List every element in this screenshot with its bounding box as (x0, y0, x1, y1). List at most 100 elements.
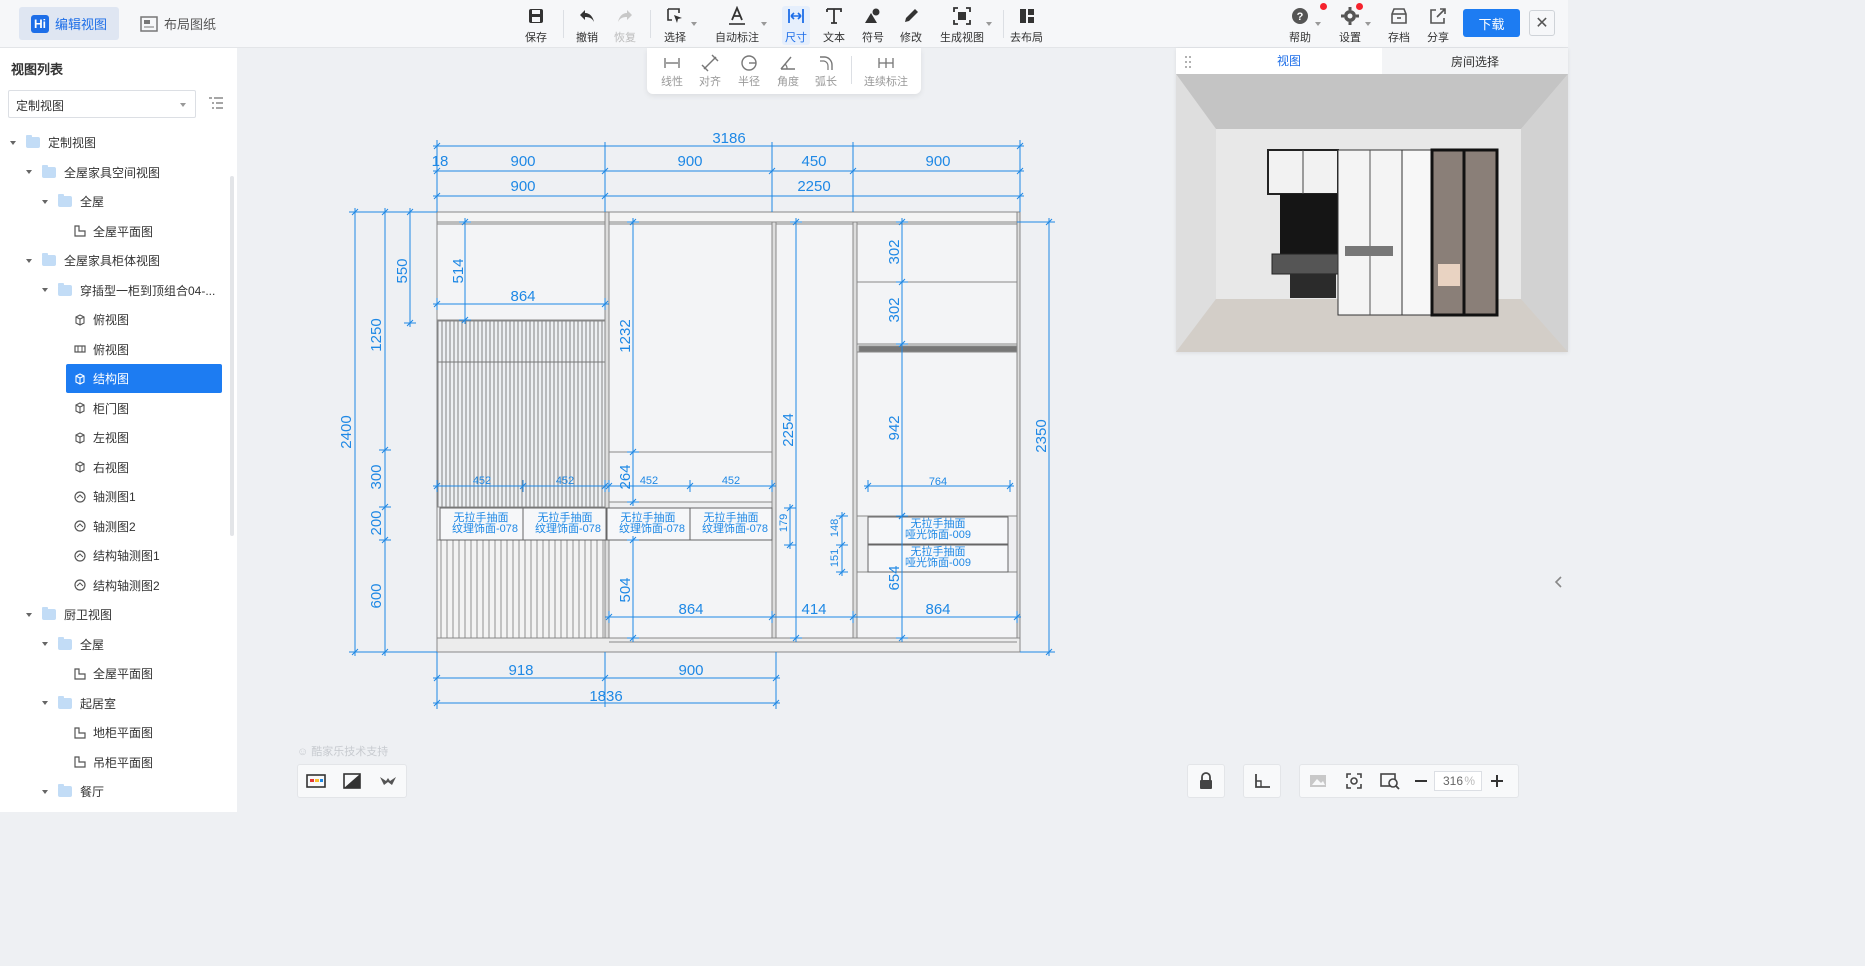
to-layout-icon (1019, 9, 1034, 23)
tree-item[interactable]: 结构轴测图2 (74, 571, 160, 600)
tab-room-select[interactable]: 房间选择 (1382, 48, 1568, 74)
redo-button[interactable]: 恢复 (614, 6, 636, 45)
close-button[interactable]: ✕ (1529, 10, 1555, 36)
chevron-down-icon[interactable] (26, 612, 32, 617)
tree-item[interactable]: 全屋平面图 (74, 217, 153, 246)
tab-view[interactable]: 视图 (1196, 48, 1382, 74)
download-button[interactable]: 下载 (1463, 9, 1520, 37)
tree-item-label: 全屋平面图 (93, 667, 154, 681)
color-style-button[interactable] (298, 765, 334, 797)
view-list-sidebar: 视图列表 定制视图 定制视图全屋家具空间视图全屋全屋平面图全屋家具柜体视图穿插型… (0, 48, 237, 812)
linear-dimension-button[interactable]: 线性 (661, 54, 683, 89)
layout-drawing-tab[interactable]: 布局图纸 (128, 7, 228, 40)
tree-folder[interactable]: 起居室 (42, 689, 116, 718)
tree-item[interactable]: 地柜平面图 (74, 718, 153, 747)
redo-label: 恢复 (614, 32, 636, 44)
tree-item[interactable]: 全屋平面图 (74, 659, 153, 688)
tree-item[interactable]: 结构轴测图1 (74, 541, 160, 570)
plus-icon (1491, 775, 1503, 787)
help-button[interactable]: ? 帮助 (1289, 6, 1311, 45)
tree-item[interactable]: 轴测图1 (74, 482, 136, 511)
symbol-button[interactable]: 符号 (862, 6, 884, 45)
tree-folder[interactable]: 全屋 (42, 187, 104, 216)
chevron-down-icon[interactable] (1315, 22, 1321, 26)
close-icon: ✕ (1535, 15, 1549, 32)
radius-dimension-button[interactable]: 半径 (738, 54, 760, 89)
tree-item[interactable]: 俯视图 (74, 305, 129, 334)
zoom-out-button[interactable] (1408, 765, 1434, 797)
tree-folder[interactable]: 厨卫视图 (26, 600, 112, 629)
zoom-area-button[interactable] (1372, 765, 1408, 797)
modify-button[interactable]: 修改 (900, 6, 922, 45)
view-type-select[interactable]: 定制视图 (8, 90, 196, 118)
tree-item[interactable]: 俯视图 (74, 335, 129, 364)
chevron-down-icon[interactable] (42, 642, 48, 646)
list-toggle-icon[interactable] (208, 95, 224, 111)
pencil-icon (905, 9, 918, 22)
chevron-down-icon[interactable] (26, 170, 32, 174)
tree-item[interactable]: 右视图 (74, 453, 129, 482)
toolbar-divider (563, 10, 564, 38)
tree-folder[interactable]: 定制视图 (10, 128, 96, 157)
zoom-in-button[interactable] (1482, 765, 1512, 797)
tree-folder[interactable]: 全屋 (42, 630, 104, 659)
3d-room-render[interactable] (1176, 74, 1568, 352)
gear-icon (1341, 7, 1359, 25)
chevron-down-icon[interactable] (42, 199, 48, 204)
chevron-down-icon[interactable] (986, 22, 992, 26)
tree-item-label: 结构轴测图1 (93, 549, 160, 563)
collapse-panel-button[interactable] (1548, 570, 1568, 594)
auto-dimension-button[interactable]: 自动标注 (715, 6, 759, 45)
tree-item-label: 轴测图1 (93, 490, 136, 504)
chevron-down-icon[interactable] (42, 789, 48, 794)
chevron-down-icon[interactable] (691, 22, 697, 26)
tree-item-label: 轴测图2 (93, 519, 136, 534)
tree-item[interactable]: 左视图 (74, 423, 129, 452)
arc-length-button[interactable]: 弧长 (815, 54, 837, 89)
tree-item[interactable]: 轴测图2 (74, 512, 136, 541)
tree-folder[interactable]: 全屋家具空间视图 (26, 158, 160, 187)
share-button[interactable]: 分享 (1427, 6, 1449, 45)
sidebar-scrollbar[interactable] (230, 176, 234, 536)
tree-item[interactable]: 柜门图 (74, 394, 129, 423)
drag-handle-icon[interactable] (1184, 55, 1192, 69)
text-button[interactable]: 文本 (823, 6, 845, 45)
tree-folder[interactable]: 穿插型一柜到顶组合04-... (42, 276, 215, 305)
tree-folder[interactable]: 餐厅 (42, 777, 104, 806)
lock-button[interactable] (1188, 765, 1224, 797)
dimension-button[interactable]: 尺寸 (782, 6, 810, 45)
edit-view-tab[interactable]: Hi 编辑视图 (19, 7, 120, 40)
aligned-dimension-button[interactable]: 对齐 (699, 54, 721, 89)
tree-item[interactable]: 吊柜平面图 (74, 748, 153, 777)
undo-button[interactable]: 撤销 (576, 6, 598, 45)
generate-view-button[interactable]: 生成视图 (940, 6, 984, 45)
image-button[interactable] (1300, 765, 1336, 797)
orthogonal-button[interactable] (1244, 765, 1280, 797)
fill-toggle-icon (343, 773, 361, 789)
to-layout-button[interactable]: 去布局 (1010, 6, 1043, 45)
layer-toggle-button[interactable] (370, 765, 406, 797)
radius-icon (741, 55, 757, 71)
archive-button[interactable]: 存档 (1388, 6, 1410, 45)
chevron-down-icon[interactable] (761, 22, 767, 26)
auto-dimension-label: 自动标注 (715, 32, 759, 44)
folder-icon (58, 695, 72, 709)
chevron-down-icon[interactable] (26, 258, 32, 263)
bottom-left-tools (297, 764, 407, 798)
zoom-level-input[interactable]: 316 % (1434, 771, 1482, 791)
select-button[interactable]: 选择 (664, 6, 686, 45)
angle-dimension-button[interactable]: 角度 (777, 54, 799, 89)
layout-drawing-label: 布局图纸 (164, 17, 217, 32)
tree-folder[interactable]: 全屋家具柜体视图 (26, 246, 160, 275)
fill-toggle-button[interactable] (334, 765, 370, 797)
settings-button[interactable]: 设置 (1339, 6, 1361, 45)
chevron-down-icon[interactable] (42, 701, 48, 705)
fit-screen-button[interactable] (1336, 765, 1372, 797)
chevron-down-icon[interactable] (10, 140, 16, 145)
auto-dimension-icon (729, 6, 745, 25)
chevron-down-icon[interactable] (1365, 22, 1371, 26)
continuous-dimension-button[interactable]: 连续标注 (864, 54, 908, 89)
save-button[interactable]: 保存 (525, 6, 547, 45)
chevron-down-icon[interactable] (42, 288, 48, 292)
tree-item[interactable]: 结构图 (66, 364, 222, 393)
